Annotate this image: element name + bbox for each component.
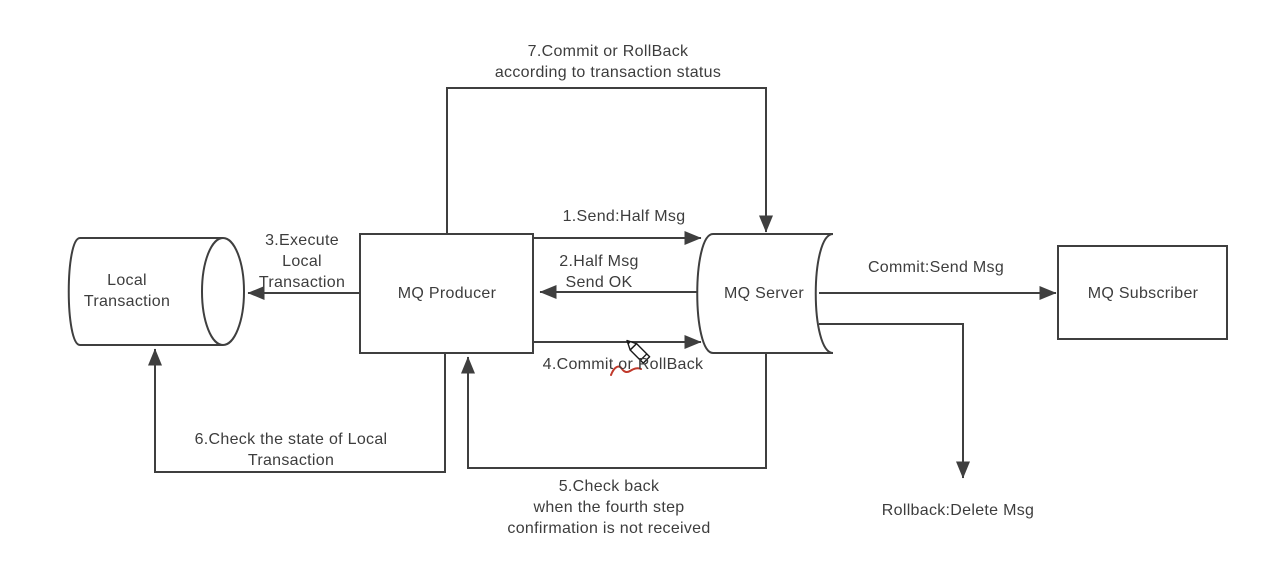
edge-step5-arrow: [461, 353, 767, 469]
edge-step6-arrow: [148, 348, 446, 473]
pencil-cursor-icon: [626, 339, 651, 364]
mq-subscriber-shape: [1057, 245, 1228, 340]
mq-server-shape: [696, 233, 834, 354]
red-annotation-squiggle: [610, 365, 642, 376]
local-transaction-shape: [67, 237, 245, 346]
mq-producer-shape: [359, 233, 534, 354]
edge-rollback-arrow: [819, 323, 970, 479]
edge-step7-arrow: [446, 87, 773, 234]
